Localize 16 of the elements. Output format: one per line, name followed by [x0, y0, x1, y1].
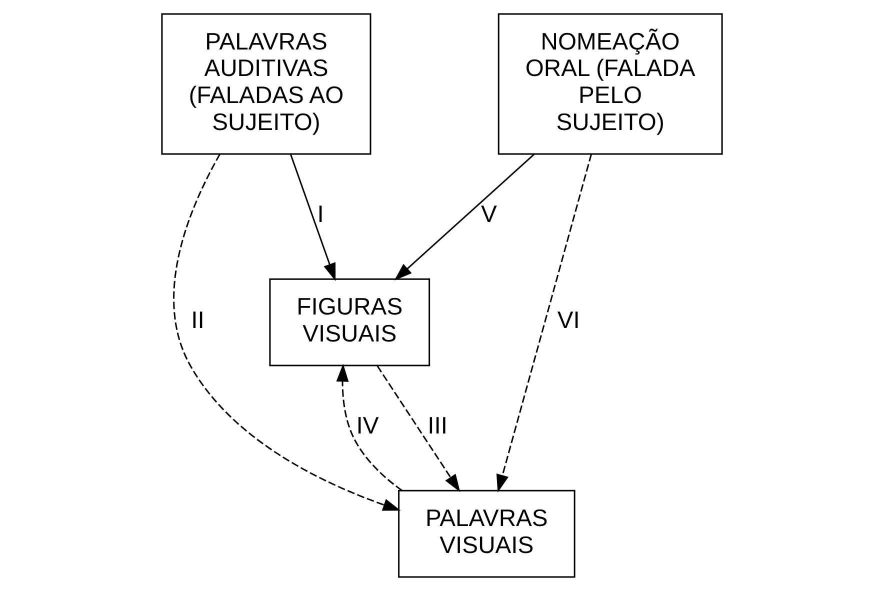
node-box: PALAVRAS AUDITIVAS (FALADAS AO SUJEITO)	[161, 13, 372, 155]
node-box: PALAVRAS VISUAIS	[398, 490, 576, 578]
edge-label: II	[191, 306, 204, 334]
arrow	[496, 154, 592, 492]
arrow	[394, 154, 535, 281]
node-box: FIGURAS VISUAIS	[269, 278, 430, 366]
edge-label: I	[317, 201, 324, 228]
arrow	[290, 154, 336, 282]
edge-label: IV	[356, 412, 379, 440]
edge-label: III	[428, 412, 448, 440]
arrow	[173, 154, 401, 511]
edge-label: VI	[557, 306, 580, 334]
edge-label: V	[480, 201, 497, 228]
arrow	[336, 364, 402, 492]
node-box: NOMEAÇÃO ORAL (FALADA PELO SUJEITO)	[498, 13, 723, 155]
arrow	[376, 366, 460, 492]
